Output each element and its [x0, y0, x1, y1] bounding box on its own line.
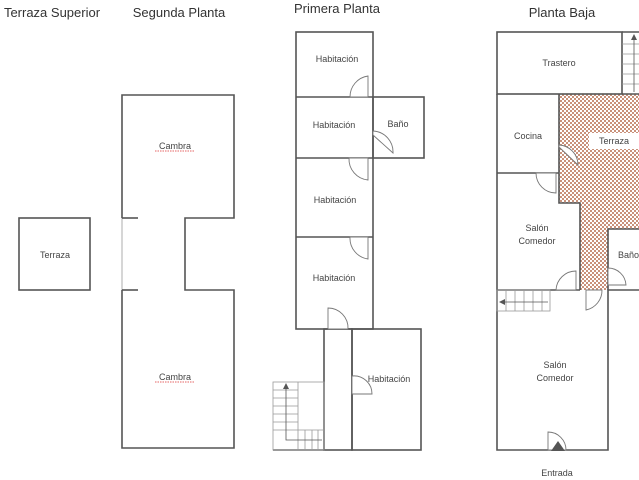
- room-habitacion-3: Habitación: [314, 195, 357, 205]
- room-bano-baja: Baño: [618, 250, 639, 260]
- room-cambra-lower: Cambra: [159, 372, 191, 382]
- room-comedor-upper: Comedor: [518, 236, 555, 246]
- title-planta-baja: Planta Baja: [529, 5, 596, 20]
- stairs-icon: [496, 289, 551, 312]
- room-comedor-lower: Comedor: [536, 373, 573, 383]
- room-habitacion-5: Habitación: [368, 374, 411, 384]
- title-primera-planta: Primera Planta: [294, 1, 381, 16]
- room-habitacion-4: Habitación: [313, 273, 356, 283]
- segunda-planta-plan: Cambra Cambra: [121, 94, 235, 449]
- stairs-icon: [622, 34, 639, 92]
- planta-baja-plan: Trastero Cocina Terraza Salón Comedor Ba…: [496, 31, 639, 478]
- title-segunda-planta: Segunda Planta: [133, 5, 226, 20]
- entrance-arrow-icon: [551, 441, 565, 451]
- stairs-icon: [272, 381, 325, 451]
- terraza-superior-plan: Terraza: [18, 217, 91, 291]
- room-salon-lower: Salón: [543, 360, 566, 370]
- room-trastero: Trastero: [542, 58, 575, 68]
- room-salon-upper: Salón: [525, 223, 548, 233]
- room-cambra-upper: Cambra: [159, 141, 191, 151]
- title-terraza-superior: Terraza Superior: [4, 5, 101, 20]
- room-cocina: Cocina: [514, 131, 542, 141]
- room-habitacion-2: Habitación: [313, 120, 356, 130]
- room-terraza-superior: Terraza: [40, 250, 70, 260]
- room-bano-primera: Baño: [387, 119, 408, 129]
- room-terraza-baja: Terraza: [599, 136, 629, 146]
- entrance-label: Entrada: [541, 468, 573, 478]
- primera-planta-plan: Habitación Habitación Baño Habitación Ha…: [272, 31, 425, 451]
- room-habitacion-1: Habitación: [316, 54, 359, 64]
